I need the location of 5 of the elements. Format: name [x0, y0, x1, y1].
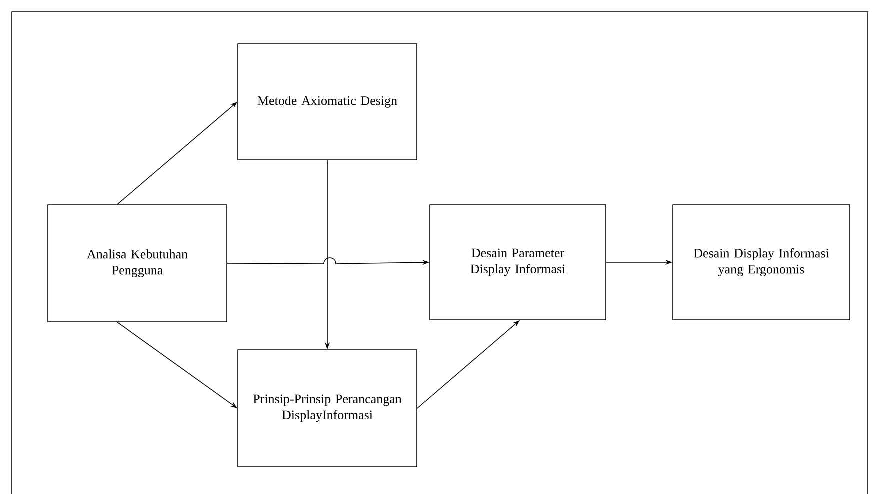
process-box: Analisa Kebutuhan Pengguna	[48, 204, 228, 322]
process-box: Metode Axiomatic Design	[238, 44, 418, 160]
process-box: Desain Parameter Display Informasi	[430, 204, 606, 320]
process-box: Desain Display Informasi yang Ergonomis	[672, 204, 850, 320]
process-box: Prinsip-Prinsip Perancangan DisplayInformasi	[238, 350, 418, 468]
